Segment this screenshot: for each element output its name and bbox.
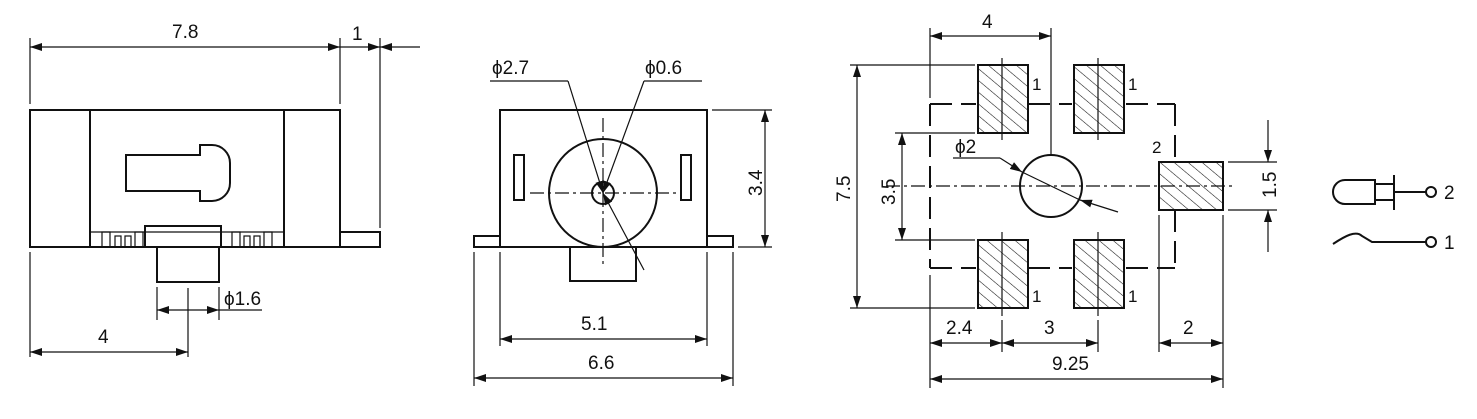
dim-pcb-pad-width-label: 2	[1183, 318, 1194, 339]
dim-side-pin-diameter-label: ϕ1.6	[224, 289, 261, 310]
pcb-outline	[929, 103, 1176, 269]
side-view: 7.8 1 4 ϕ1.6	[29, 22, 420, 357]
dim-front-pin-diameter: ϕ0.6	[602, 58, 702, 194]
dim-pcb-height: 7.5	[834, 64, 975, 309]
plug-symbol	[1332, 179, 1376, 205]
dim-front-body-width-label: 5.1	[581, 314, 607, 335]
dim-front-height-label: 3.4	[746, 169, 767, 196]
spring-contact	[1332, 232, 1426, 245]
dim-pcb-total-width: 9.25	[929, 352, 1223, 388]
terminal-2-label: 2	[1444, 183, 1455, 204]
dim-side-tab: 1	[340, 24, 420, 228]
dim-side-width: 7.8	[29, 22, 341, 104]
dim-front-total-width: 6.6	[473, 252, 734, 386]
dim-pcb-pad-pitch: 3	[1002, 318, 1099, 352]
pad-top-left	[977, 64, 1029, 134]
dim-pcb-hole-diameter: ϕ2	[953, 137, 1119, 213]
side-view-body	[29, 109, 381, 283]
dim-pcb-offset-left-label: 2.4	[946, 318, 973, 339]
pad-label-top-left: 1	[1032, 75, 1041, 94]
dim-pcb-inner-height-label: 3.5	[879, 179, 900, 205]
dim-pcb-total-width-label: 9.25	[1052, 354, 1089, 375]
dim-side-tab-label: 1	[352, 24, 363, 45]
dim-side-width-label: 7.8	[172, 22, 198, 43]
dim-pcb-pad-spacing-label: 4	[982, 12, 993, 33]
pcb-pads	[886, 58, 1232, 316]
pad-bottom-left	[977, 239, 1029, 309]
pad-label-bottom-right: 1	[1128, 287, 1137, 306]
terminal-1-label: 1	[1444, 233, 1455, 254]
schematic-symbol: 2 1	[1332, 175, 1455, 254]
terminal-2	[1425, 186, 1437, 198]
pad-label-bottom-left: 1	[1032, 287, 1041, 306]
dim-pcb-pad-height-label: 1.5	[1260, 172, 1281, 198]
dim-pcb-pad-width: 2	[1158, 215, 1224, 388]
dim-front-outer-diameter-label: ϕ2.7	[492, 58, 529, 79]
dim-front-body-width: 5.1	[499, 252, 708, 346]
pad-label-top-right: 1	[1128, 75, 1137, 94]
pad-top-right	[1073, 64, 1125, 134]
dim-pcb-pad-pitch-label: 3	[1044, 318, 1055, 339]
dim-pcb-inner-height: 3.5	[879, 132, 975, 241]
dim-side-pin-offset-label: 4	[98, 327, 109, 348]
dim-pcb-hole-diameter-label: ϕ2	[955, 137, 976, 158]
dim-front-height: 3.4	[712, 109, 772, 248]
pad-bottom-right	[1073, 239, 1125, 309]
dim-side-pin-diameter: ϕ1.6	[156, 287, 262, 320]
dim-front-total-width-label: 6.6	[588, 353, 614, 374]
dim-pcb-pad-height: 1.5	[1228, 120, 1281, 252]
dim-pcb-height-label: 7.5	[834, 176, 855, 202]
front-view: ϕ2.7 ϕ0.6 3.4 5.1 6.6	[473, 58, 772, 386]
dim-front-outer-diameter: ϕ2.7	[490, 58, 645, 271]
dim-front-pin-diameter-label: ϕ0.6	[645, 58, 682, 79]
pcb-layout: 1 1 1 1 2 4 7.5 3.5	[834, 12, 1281, 388]
front-view-body	[473, 109, 734, 282]
dim-pcb-pad-spacing: 4	[929, 12, 1052, 156]
pad-label-side: 2	[1152, 138, 1161, 157]
terminal-1	[1425, 236, 1437, 248]
dim-pcb-offset-left: 2.4	[929, 275, 1003, 352]
dim-side-pin-offset: 4	[29, 252, 189, 357]
